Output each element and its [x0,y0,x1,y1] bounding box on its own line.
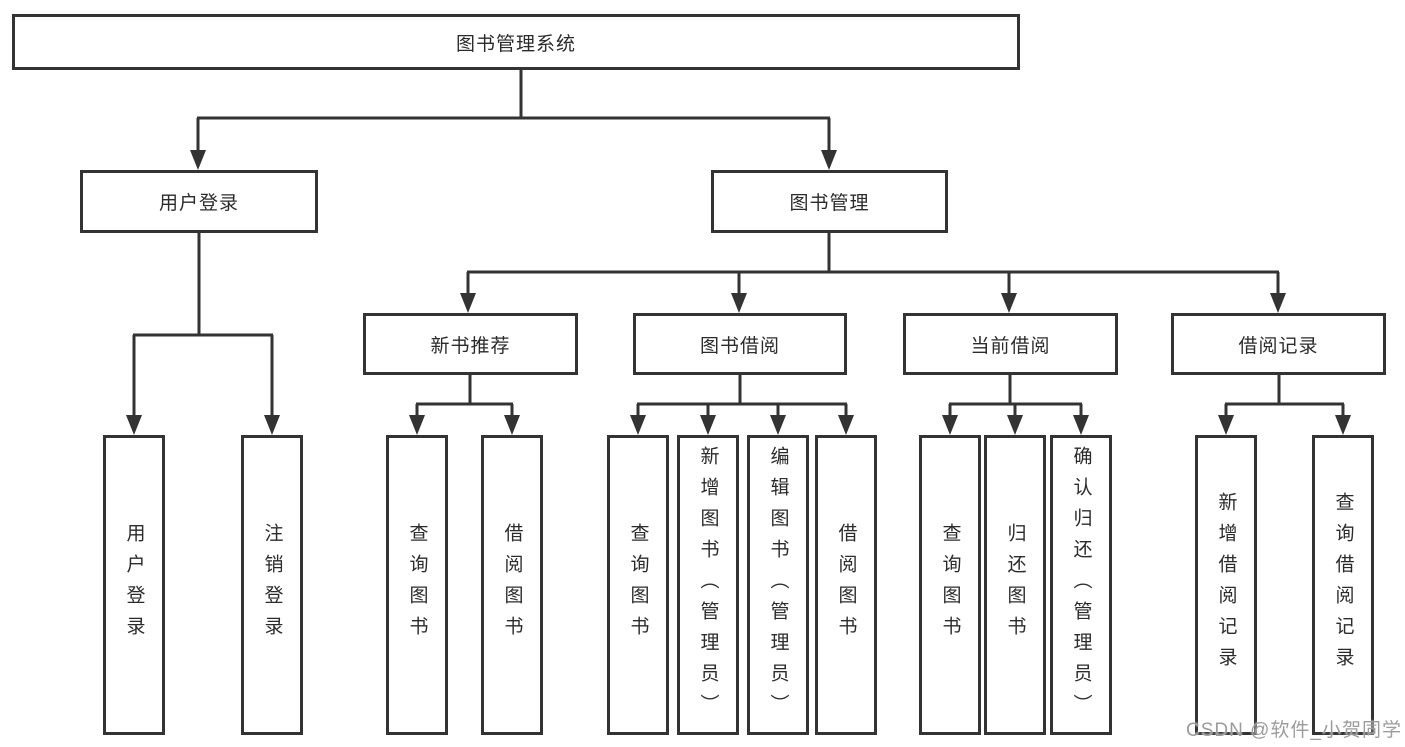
node-label: 图书管理 [789,193,870,214]
node-label: 借阅记录 [1238,335,1319,357]
node-borrowing-records: 借阅记录 [1171,313,1386,375]
watermark: CSDN @软件_小贺同学 [1186,720,1402,741]
node-new-book-recommendation: 新书推荐 [363,313,578,375]
node-book-management: 图书管理 [711,170,948,233]
leaf-query-books-current: 查询图书 [919,435,981,735]
node-label: 注销登录 [261,523,283,647]
leaf-borrow-books-recommend: 借阅图书 [481,435,543,735]
leaf-query-books-borrowing: 查询图书 [607,435,669,735]
node-label: 新增借阅记录 [1215,492,1237,678]
leaf-query-books-recommend: 查询图书 [386,435,448,735]
node-label: 借阅图书 [835,523,857,647]
node-label: 编辑图书（管理员） [767,445,789,725]
node-label: 图书管理系统 [455,33,576,55]
leaf-add-borrow-record: 新增借阅记录 [1195,435,1257,735]
node-label: 新书推荐 [430,335,511,357]
leaf-return-book: 归还图书 [984,435,1046,735]
node-label: 查询图书 [939,523,961,647]
node-label: 查询借阅记录 [1332,492,1354,678]
node-label: 用户登录 [123,523,145,647]
node-current-borrowing: 当前借阅 [903,313,1118,375]
node-label: 查询图书 [406,523,428,647]
leaf-query-borrow-record: 查询借阅记录 [1312,435,1374,735]
leaf-logout: 注销登录 [241,435,303,735]
node-label: 查询图书 [627,523,649,647]
arrowheads [126,150,1351,435]
node-label: 图书借阅 [699,335,780,357]
leaf-add-book-admin: 新增图书（管理员） [677,435,739,735]
node-library-management-system: 图书管理系统 [12,14,1020,70]
node-label: 借阅图书 [501,523,523,647]
node-label: 确认归还（管理员） [1070,445,1092,725]
node-book-borrowing: 图书借阅 [633,313,847,375]
leaf-edit-book-admin: 编辑图书（管理员） [747,435,809,735]
node-user-login: 用户登录 [80,170,318,233]
leaf-user-login: 用户登录 [103,435,165,735]
leaf-borrow-books: 借阅图书 [815,435,877,735]
node-label: 归还图书 [1004,523,1026,647]
node-label: 用户登录 [158,193,239,214]
node-label: 新增图书（管理员） [697,445,719,725]
node-label: 当前借阅 [970,335,1051,357]
leaf-confirm-return-admin: 确认归还（管理员） [1050,435,1112,735]
